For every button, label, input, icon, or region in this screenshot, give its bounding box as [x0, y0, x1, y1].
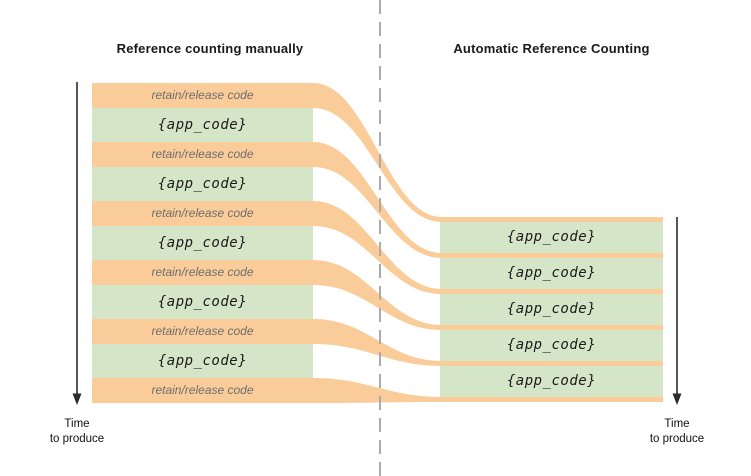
- app-code-label-left: {app_code}: [157, 176, 248, 192]
- retain-release-band: [92, 201, 313, 226]
- retain-release-band: [92, 142, 313, 167]
- flow-ribbon: [312, 378, 663, 403]
- flow-ribbon: [312, 201, 663, 294]
- flow-ribbon: [312, 319, 663, 366]
- app-code-band-right: [440, 330, 663, 361]
- time-arrow-right: [672, 217, 682, 405]
- flow-ribbon: [312, 83, 663, 222]
- app-code-band-right: [440, 222, 663, 253]
- app-code-band-left: [92, 108, 313, 142]
- app-code-label-right: {app_code}: [506, 337, 597, 353]
- app-code-label-left: {app_code}: [157, 235, 248, 251]
- right-column-title: Automatic Reference Counting: [453, 41, 650, 56]
- retain-release-label: retain/release code: [151, 265, 254, 279]
- left-time-axis-label: Time to produce: [49, 418, 105, 445]
- app-code-band-left: [92, 167, 313, 201]
- retain-release-band: [92, 319, 313, 344]
- retain-release-band: [92, 378, 313, 403]
- right-time-axis-label: Time to produce: [649, 418, 705, 445]
- app-code-label-left: {app_code}: [157, 294, 248, 310]
- app-code-band-left: [92, 226, 313, 260]
- app-code-band-right: [440, 294, 663, 325]
- app-code-label-left: {app_code}: [157, 353, 248, 369]
- app-code-band-left: [92, 285, 313, 319]
- flow-ribbon: [312, 142, 663, 258]
- retain-release-label: retain/release code: [151, 147, 254, 161]
- left-column-title: Reference counting manually: [116, 41, 304, 56]
- retain-release-label: retain/release code: [151, 383, 254, 397]
- app-code-band-right: [440, 258, 663, 289]
- flow-ribbon: [312, 260, 663, 330]
- retain-release-band: [92, 83, 313, 108]
- app-code-band-left: [92, 344, 313, 378]
- time-arrow-left: [72, 82, 82, 405]
- app-code-band-right: [440, 366, 663, 397]
- app-code-label-left: {app_code}: [157, 117, 248, 133]
- app-code-label-right: {app_code}: [506, 373, 597, 389]
- retain-release-band: [92, 260, 313, 285]
- app-code-label-right: {app_code}: [506, 229, 597, 245]
- retain-release-label: retain/release code: [151, 88, 254, 102]
- retain-release-label: retain/release code: [151, 206, 254, 220]
- app-code-label-right: {app_code}: [506, 265, 597, 281]
- app-code-label-right: {app_code}: [506, 301, 597, 317]
- retain-release-label: retain/release code: [151, 324, 254, 338]
